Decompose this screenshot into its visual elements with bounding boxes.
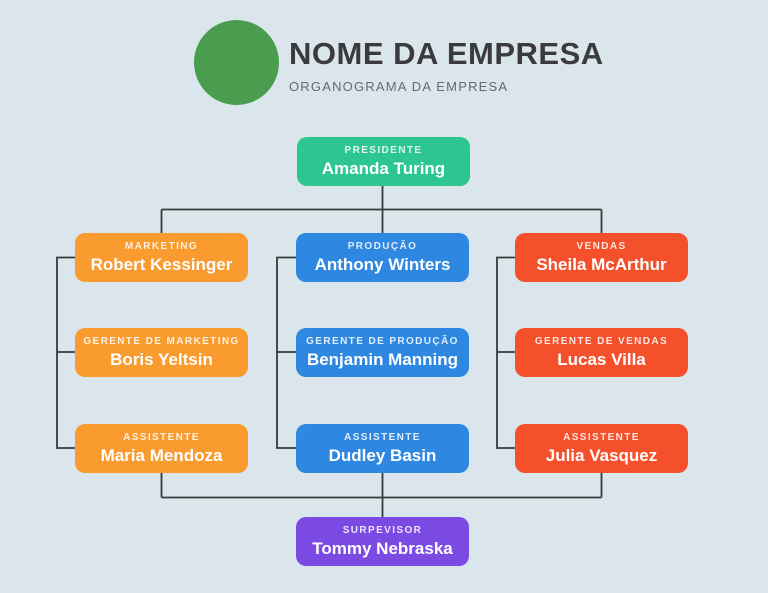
person-name: Benjamin Manning: [306, 349, 459, 369]
person-name: Julia Vasquez: [545, 445, 658, 465]
logo-circle-icon: [194, 20, 279, 105]
company-subtitle: ORGANOGRAMA DA EMPRESA: [289, 79, 509, 94]
org-node-marketing: MARKETING Robert Kessinger: [75, 233, 248, 282]
role-label: ASSISTENTE: [563, 431, 640, 443]
org-node-assistente-producao: ASSISTENTE Dudley Basin: [296, 424, 469, 473]
role-label: GERENTE DE PRODUÇÃO: [306, 335, 459, 347]
person-name: Amanda Turing: [321, 158, 446, 178]
org-node-gerente-vendas: GERENTE DE VENDAS Lucas Villa: [515, 328, 688, 377]
role-label: SURPEVISOR: [342, 524, 423, 536]
person-name: Maria Mendoza: [100, 445, 223, 465]
role-label: ASSISTENTE: [123, 431, 200, 443]
org-node-presidente: PRESIDENTE Amanda Turing: [297, 137, 470, 186]
person-name: Lucas Villa: [557, 349, 646, 369]
person-name: Dudley Basin: [328, 445, 437, 465]
role-label: ASSISTENTE: [344, 431, 421, 443]
org-node-assistente-marketing: ASSISTENTE Maria Mendoza: [75, 424, 248, 473]
role-label: PRODUÇÃO: [347, 240, 418, 252]
role-label: GERENTE DE MARKETING: [83, 335, 240, 347]
org-node-producao: PRODUÇÃO Anthony Winters: [296, 233, 469, 282]
role-label: PRESIDENTE: [344, 144, 423, 156]
header: NOME DA EMPRESA ORGANOGRAMA DA EMPRESA: [289, 36, 604, 94]
person-name: Robert Kessinger: [90, 254, 233, 274]
person-name: Tommy Nebraska: [312, 538, 453, 558]
role-label: MARKETING: [124, 240, 199, 252]
person-name: Boris Yeltsin: [110, 349, 213, 369]
company-title: NOME DA EMPRESA: [289, 36, 604, 71]
org-node-gerente-marketing: GERENTE DE MARKETING Boris Yeltsin: [75, 328, 248, 377]
person-name: Sheila McArthur: [536, 254, 667, 274]
org-node-gerente-producao: GERENTE DE PRODUÇÃO Benjamin Manning: [296, 328, 469, 377]
person-name: Anthony Winters: [314, 254, 451, 274]
org-node-vendas: VENDAS Sheila McArthur: [515, 233, 688, 282]
role-label: GERENTE DE VENDAS: [534, 335, 669, 347]
org-node-assistente-vendas: ASSISTENTE Julia Vasquez: [515, 424, 688, 473]
role-label: VENDAS: [576, 240, 627, 252]
org-node-surpevisor: SURPEVISOR Tommy Nebraska: [296, 517, 469, 566]
